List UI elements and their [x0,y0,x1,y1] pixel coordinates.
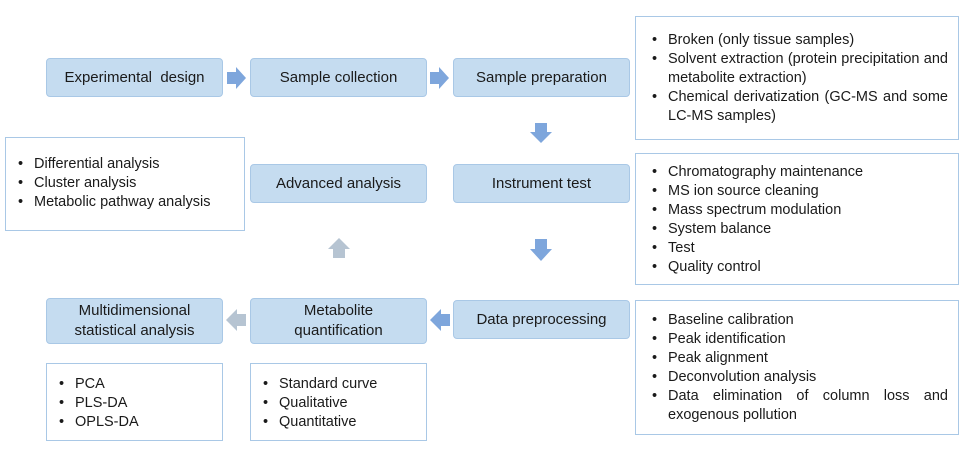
step-multidimensional-analysis: Multidimensional statistical analysis [46,298,223,344]
step-data-preprocessing: Data preprocessing [453,300,630,339]
note-item: Baseline calibration [646,311,948,330]
arrow-left-icon [430,309,450,331]
arrow-right-icon [227,67,246,89]
note-instrument-test: Chromatography maintenance MS ion source… [635,153,959,285]
note-data-preprocessing: Baseline calibration Peak identification… [635,300,959,435]
note-item: Metabolic pathway analysis [12,193,238,212]
note-item: Differential analysis [12,155,238,174]
arrow-left-icon [226,309,246,331]
step-label: Experimental design [64,68,205,86]
note-item: Quality control [646,258,948,277]
arrow-down-icon [530,123,552,143]
step-label: Instrument test [491,174,592,192]
note-item: Quantitative [257,413,420,432]
note-item: Solvent extraction (protein precipitatio… [646,50,948,88]
step-sample-collection: Sample collection [250,58,427,97]
note-item: System balance [646,220,948,239]
step-label: Sample collection [279,68,398,86]
note-multidimensional-analysis: PCA PLS-DA OPLS-DA [46,363,223,441]
note-sample-preparation: Broken (only tissue samples) Solvent ext… [635,16,959,140]
note-item: Peak alignment [646,349,948,368]
step-label: Sample preparation [476,68,607,86]
note-item: Chemical derivatization (GC-MS and some … [646,88,948,126]
note-item: Standard curve [257,375,420,394]
note-metabolite-quantification: Standard curve Qualitative Quantitative [250,363,427,441]
arrow-right-icon [430,67,449,89]
step-advanced-analysis: Advanced analysis [250,164,427,203]
note-item: Chromatography maintenance [646,163,948,182]
arrow-up-icon [328,238,350,258]
note-advanced-analysis: Differential analysis Cluster analysis M… [5,137,245,231]
note-item: Peak identification [646,330,948,349]
step-experimental-design: Experimental design [46,58,223,97]
note-item: PCA [53,375,216,394]
note-item: Cluster analysis [12,174,238,193]
note-item: Mass spectrum modulation [646,201,948,220]
step-instrument-test: Instrument test [453,164,630,203]
step-metabolite-quantification: Metabolite quantification [250,298,427,344]
note-item: Qualitative [257,394,420,413]
step-label: Metabolite quantification [294,302,383,339]
note-item: Deconvolution analysis [646,368,948,387]
note-item: Data elimination of column loss and exog… [646,387,948,425]
note-item: PLS-DA [53,394,216,413]
step-sample-preparation: Sample preparation [453,58,630,97]
arrow-down-icon [530,239,552,261]
note-item: Broken (only tissue samples) [646,31,948,50]
note-item: OPLS-DA [53,413,216,432]
step-label: Data preprocessing [476,310,607,328]
step-label: Advanced analysis [275,174,402,192]
note-item: MS ion source cleaning [646,182,948,201]
note-item: Test [646,239,948,258]
step-label: Multidimensional statistical analysis [74,302,195,339]
